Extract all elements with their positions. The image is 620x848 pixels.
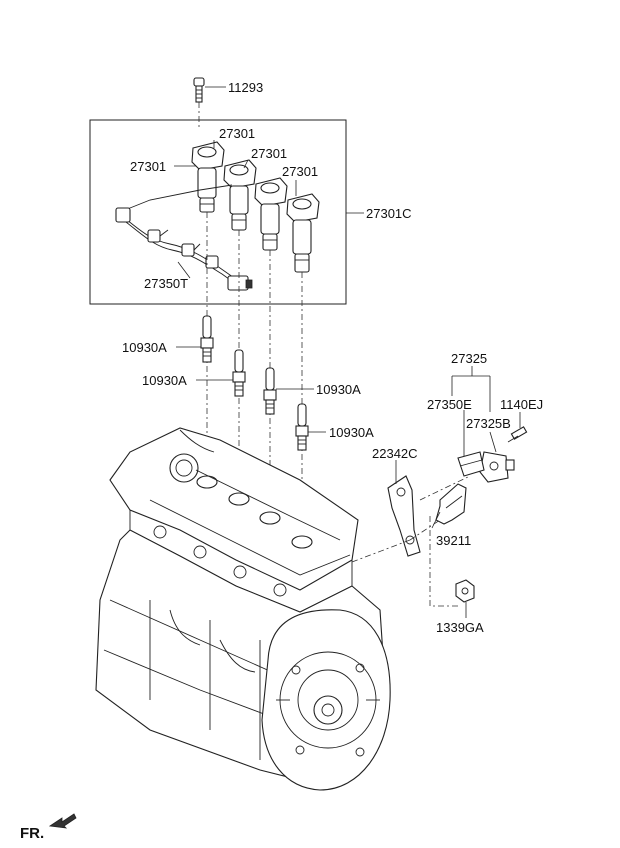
label-27325: 27325 [451, 351, 487, 366]
label-10930A-4: 10930A [329, 425, 374, 440]
nut-1339GA[interactable] [455, 579, 475, 603]
sensor-connector-27350E[interactable] [457, 451, 485, 477]
label-27301-right: 27301 [282, 164, 318, 179]
front-label: FR. [20, 825, 44, 842]
label-27301C: 27301C [366, 206, 412, 221]
label-11293: 11293 [228, 80, 263, 95]
spark-plug-3[interactable] [263, 367, 277, 415]
front-direction-arrow-icon [48, 813, 77, 829]
spark-plug-4[interactable] [295, 403, 309, 451]
label-10930A-1: 10930A [122, 340, 167, 355]
label-27301-top: 27301 [219, 126, 255, 141]
spark-plug-1[interactable] [200, 315, 214, 363]
ignition-coil-2[interactable] [223, 159, 257, 231]
wiring-harness-27350T[interactable] [115, 184, 253, 291]
engine-block [95, 427, 391, 791]
label-10930A-2: 10930A [142, 373, 187, 388]
ignition-coil-4[interactable] [286, 193, 320, 273]
ignition-coil-3[interactable] [254, 177, 288, 251]
ignition-coil-assembly-box [89, 119, 347, 305]
bracket-39211[interactable] [435, 483, 467, 525]
label-27325B: 27325B [466, 416, 511, 431]
label-1140EJ: 1140EJ [500, 397, 543, 412]
label-27350T: 27350T [144, 276, 188, 291]
bolt-1140EJ[interactable] [507, 426, 528, 443]
label-10930A-3: 10930A [316, 382, 361, 397]
knock-sensor-27325B[interactable] [479, 451, 515, 483]
label-27301-left: 27301 [130, 159, 166, 174]
label-39211: 39211 [436, 533, 471, 548]
label-27301-mid: 27301 [251, 146, 287, 161]
label-27350E: 27350E [427, 397, 472, 412]
label-22342C: 22342C [372, 446, 418, 461]
bolt-11293[interactable] [193, 77, 205, 103]
spark-plug-2[interactable] [232, 349, 246, 397]
bracket-22342C[interactable] [387, 475, 421, 557]
label-1339GA: 1339GA [436, 620, 484, 635]
ignition-coil-1[interactable] [191, 141, 225, 213]
